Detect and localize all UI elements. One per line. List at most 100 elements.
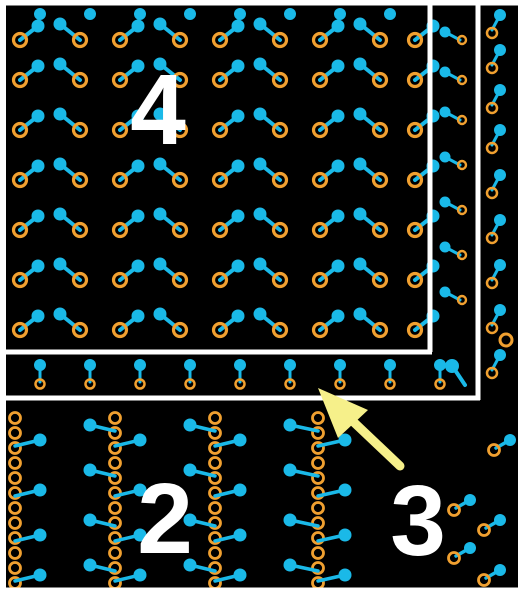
blue-atom	[54, 18, 67, 31]
blue-atom	[434, 359, 446, 371]
blue-atom	[232, 110, 245, 123]
blue-atom	[132, 260, 145, 273]
blue-atom	[234, 484, 247, 497]
blue-atom	[184, 8, 196, 20]
blue-atom	[84, 359, 96, 371]
blue-atom	[494, 169, 506, 181]
blue-atom	[232, 210, 245, 223]
region-3-label: 3	[390, 465, 446, 577]
blue-atom	[284, 359, 296, 371]
blue-atom	[354, 18, 367, 31]
blue-atom	[334, 8, 346, 20]
blue-atom	[232, 160, 245, 173]
blue-atom	[440, 242, 451, 253]
blue-atom	[84, 559, 97, 572]
blue-atom	[254, 208, 267, 221]
blue-atom	[504, 434, 516, 446]
blue-atom	[354, 58, 367, 71]
blue-atom	[339, 529, 352, 542]
blue-atom	[154, 208, 167, 221]
blue-atom	[34, 434, 47, 447]
blue-atom	[332, 210, 345, 223]
blue-atom	[32, 210, 45, 223]
blue-atom	[32, 20, 45, 33]
blue-atom	[284, 514, 297, 527]
blue-atom	[494, 214, 506, 226]
blue-atom	[32, 310, 45, 323]
blue-atom	[332, 60, 345, 73]
blue-atom	[234, 569, 247, 582]
blue-atom	[339, 569, 352, 582]
blue-atom	[54, 158, 67, 171]
blue-atom	[464, 542, 476, 554]
blue-atom	[354, 308, 367, 321]
blue-atom	[332, 160, 345, 173]
blue-atom	[254, 18, 267, 31]
blue-atom	[494, 44, 506, 56]
blue-atom	[84, 514, 97, 527]
blue-atom	[384, 8, 396, 20]
blue-atom	[32, 60, 45, 73]
blue-atom	[440, 67, 451, 78]
blue-atom	[154, 308, 167, 321]
blue-atom	[232, 310, 245, 323]
blue-atom	[232, 260, 245, 273]
blue-atom	[134, 434, 147, 447]
blue-atom	[132, 20, 145, 33]
blue-atom	[184, 419, 197, 432]
blue-atom	[384, 359, 396, 371]
blue-atom	[232, 20, 245, 33]
blue-atom	[332, 20, 345, 33]
blue-atom	[254, 58, 267, 71]
blue-atom	[54, 208, 67, 221]
blue-atom	[254, 158, 267, 171]
blue-atom	[440, 107, 451, 118]
blue-atom	[32, 260, 45, 273]
blue-atom	[440, 287, 451, 298]
blue-atom	[494, 349, 506, 361]
blue-atom	[132, 310, 145, 323]
blue-atom	[54, 58, 67, 71]
blue-atom	[134, 8, 146, 20]
blue-atom	[34, 529, 47, 542]
blue-atom	[284, 8, 296, 20]
blue-atom	[494, 304, 506, 316]
blue-atom	[354, 108, 367, 121]
blue-atom	[445, 359, 459, 373]
blue-atom	[494, 259, 506, 271]
blue-atom	[494, 84, 506, 96]
blue-atom	[132, 210, 145, 223]
blue-atom	[234, 434, 247, 447]
blue-atom	[232, 60, 245, 73]
blue-atom	[332, 260, 345, 273]
blue-atom	[494, 124, 506, 136]
blue-atom	[334, 359, 346, 371]
blue-atom	[154, 18, 167, 31]
blue-atom	[354, 258, 367, 271]
blue-atom	[84, 464, 97, 477]
blue-atom	[184, 359, 196, 371]
blue-atom	[84, 8, 96, 20]
blue-atom	[284, 464, 297, 477]
blue-atom	[464, 494, 476, 506]
blue-atom	[54, 258, 67, 271]
blue-atom	[284, 419, 297, 432]
blue-atom	[54, 308, 67, 321]
blue-atom	[234, 529, 247, 542]
blue-atom	[354, 158, 367, 171]
blue-atom	[234, 359, 246, 371]
blue-atom	[234, 8, 246, 20]
blue-atom	[32, 110, 45, 123]
blue-atom	[332, 110, 345, 123]
blue-atom	[494, 514, 506, 526]
blue-atom	[34, 569, 47, 582]
blue-atom	[154, 258, 167, 271]
blue-atom	[34, 359, 46, 371]
blue-atom	[284, 559, 297, 572]
blue-atom	[134, 359, 146, 371]
blue-atom	[332, 310, 345, 323]
blue-atom	[440, 27, 451, 38]
region-2-label: 2	[137, 463, 193, 575]
blue-atom	[440, 152, 451, 163]
